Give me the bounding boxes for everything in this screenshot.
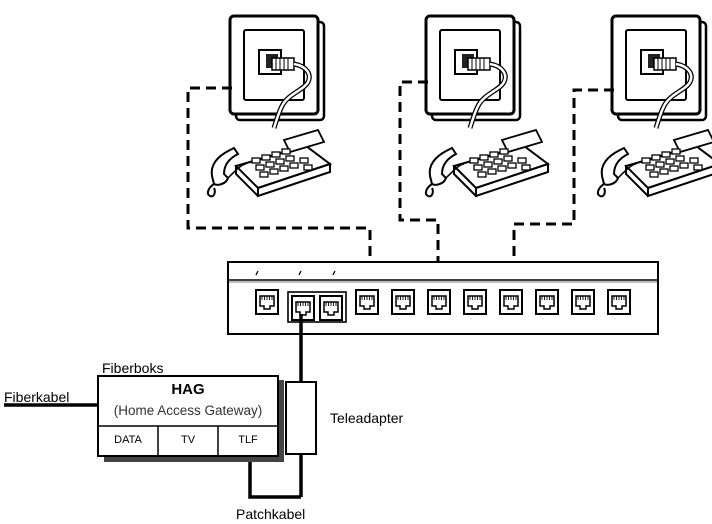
dashed-cable-3 <box>512 88 614 262</box>
rj45-port-icon-2 <box>291 295 315 321</box>
dashed-cable-2 <box>398 80 440 262</box>
teleadapter-box <box>285 381 317 455</box>
dashed-cable-1 <box>186 86 372 262</box>
patch-panel <box>227 261 659 335</box>
solid-cables <box>4 314 303 499</box>
hag-body <box>97 375 279 457</box>
hag-box <box>97 375 284 462</box>
rj45-port-icon-1 <box>255 289 279 315</box>
wall-socket-icon-2 <box>426 16 520 128</box>
port-pair-frame <box>287 291 347 323</box>
rj45-port-icon-8 <box>499 289 523 315</box>
hag-port-tv: TV <box>180 434 196 446</box>
rj45-port-icon-6 <box>427 289 451 315</box>
label-fiberboks: Fiberboks <box>102 360 164 376</box>
rj45-port-icon-10 <box>571 289 595 315</box>
wall-socket-icon-3 <box>612 16 706 128</box>
dashed-phone-cables <box>186 80 614 262</box>
label-patchkabel: Patchkabel <box>236 506 306 522</box>
rj45-port-icon-9 <box>535 289 559 315</box>
desk-telephone-icon-3 <box>596 129 712 198</box>
desk-telephone-icon-1 <box>206 129 331 198</box>
rj45-port-icon-4 <box>355 289 379 315</box>
hag-port-tlf: TLF <box>238 434 258 446</box>
label-fiberkabel: Fiberkabel <box>4 389 70 405</box>
rj45-port-icon-5 <box>391 289 415 315</box>
hag-title: HAG <box>171 381 205 398</box>
rj45-port-icon-3 <box>319 295 343 321</box>
hag-subtitle: (Home Access Gateway) <box>113 403 263 418</box>
hag-port-data: DATA <box>114 434 142 446</box>
wall-socket-icon-1 <box>230 16 324 128</box>
desk-telephone-icon-2 <box>424 129 549 198</box>
patch-cable <box>248 460 301 499</box>
rj45-port-icon-11 <box>607 289 631 315</box>
rj45-port-icon-7 <box>463 289 487 315</box>
label-teleadapter: Teleadapter <box>330 410 404 426</box>
